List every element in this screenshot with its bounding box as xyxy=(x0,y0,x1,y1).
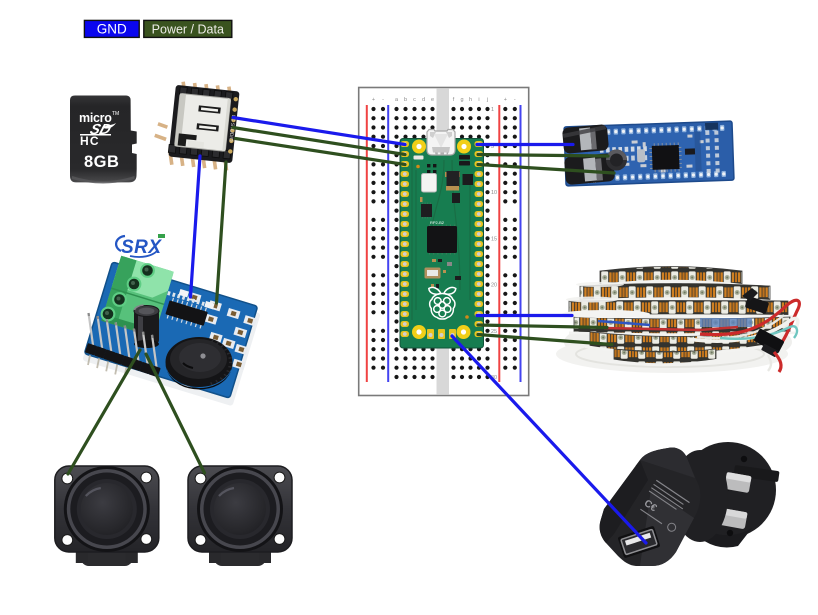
svg-text:SRX: SRX xyxy=(121,237,162,258)
svg-text:-: - xyxy=(382,97,384,103)
svg-text:20: 20 xyxy=(491,283,497,289)
svg-text:e: e xyxy=(431,97,434,103)
svg-text:j: j xyxy=(486,97,488,103)
svg-text:d: d xyxy=(422,97,425,103)
svg-text:HC: HC xyxy=(80,134,100,148)
svg-text:-: - xyxy=(514,97,516,103)
svg-text:1: 1 xyxy=(491,107,494,113)
svg-text:h: h xyxy=(469,97,472,103)
svg-text:GND: GND xyxy=(97,22,127,37)
svg-text:25: 25 xyxy=(491,329,497,335)
svg-text:b: b xyxy=(404,97,407,103)
svg-text:+: + xyxy=(372,97,375,103)
svg-text:c: c xyxy=(413,97,416,103)
svg-text:i: i xyxy=(478,97,479,103)
svg-text:8GB: 8GB xyxy=(84,153,119,171)
svg-text:g: g xyxy=(460,97,463,103)
svg-text:15: 15 xyxy=(491,236,497,242)
svg-text:+: + xyxy=(504,97,507,103)
svg-text:Power / Data: Power / Data xyxy=(152,22,224,36)
svg-text:TM: TM xyxy=(112,111,119,117)
svg-text:RP2-B2: RP2-B2 xyxy=(430,220,445,225)
svg-text:10: 10 xyxy=(491,190,497,196)
